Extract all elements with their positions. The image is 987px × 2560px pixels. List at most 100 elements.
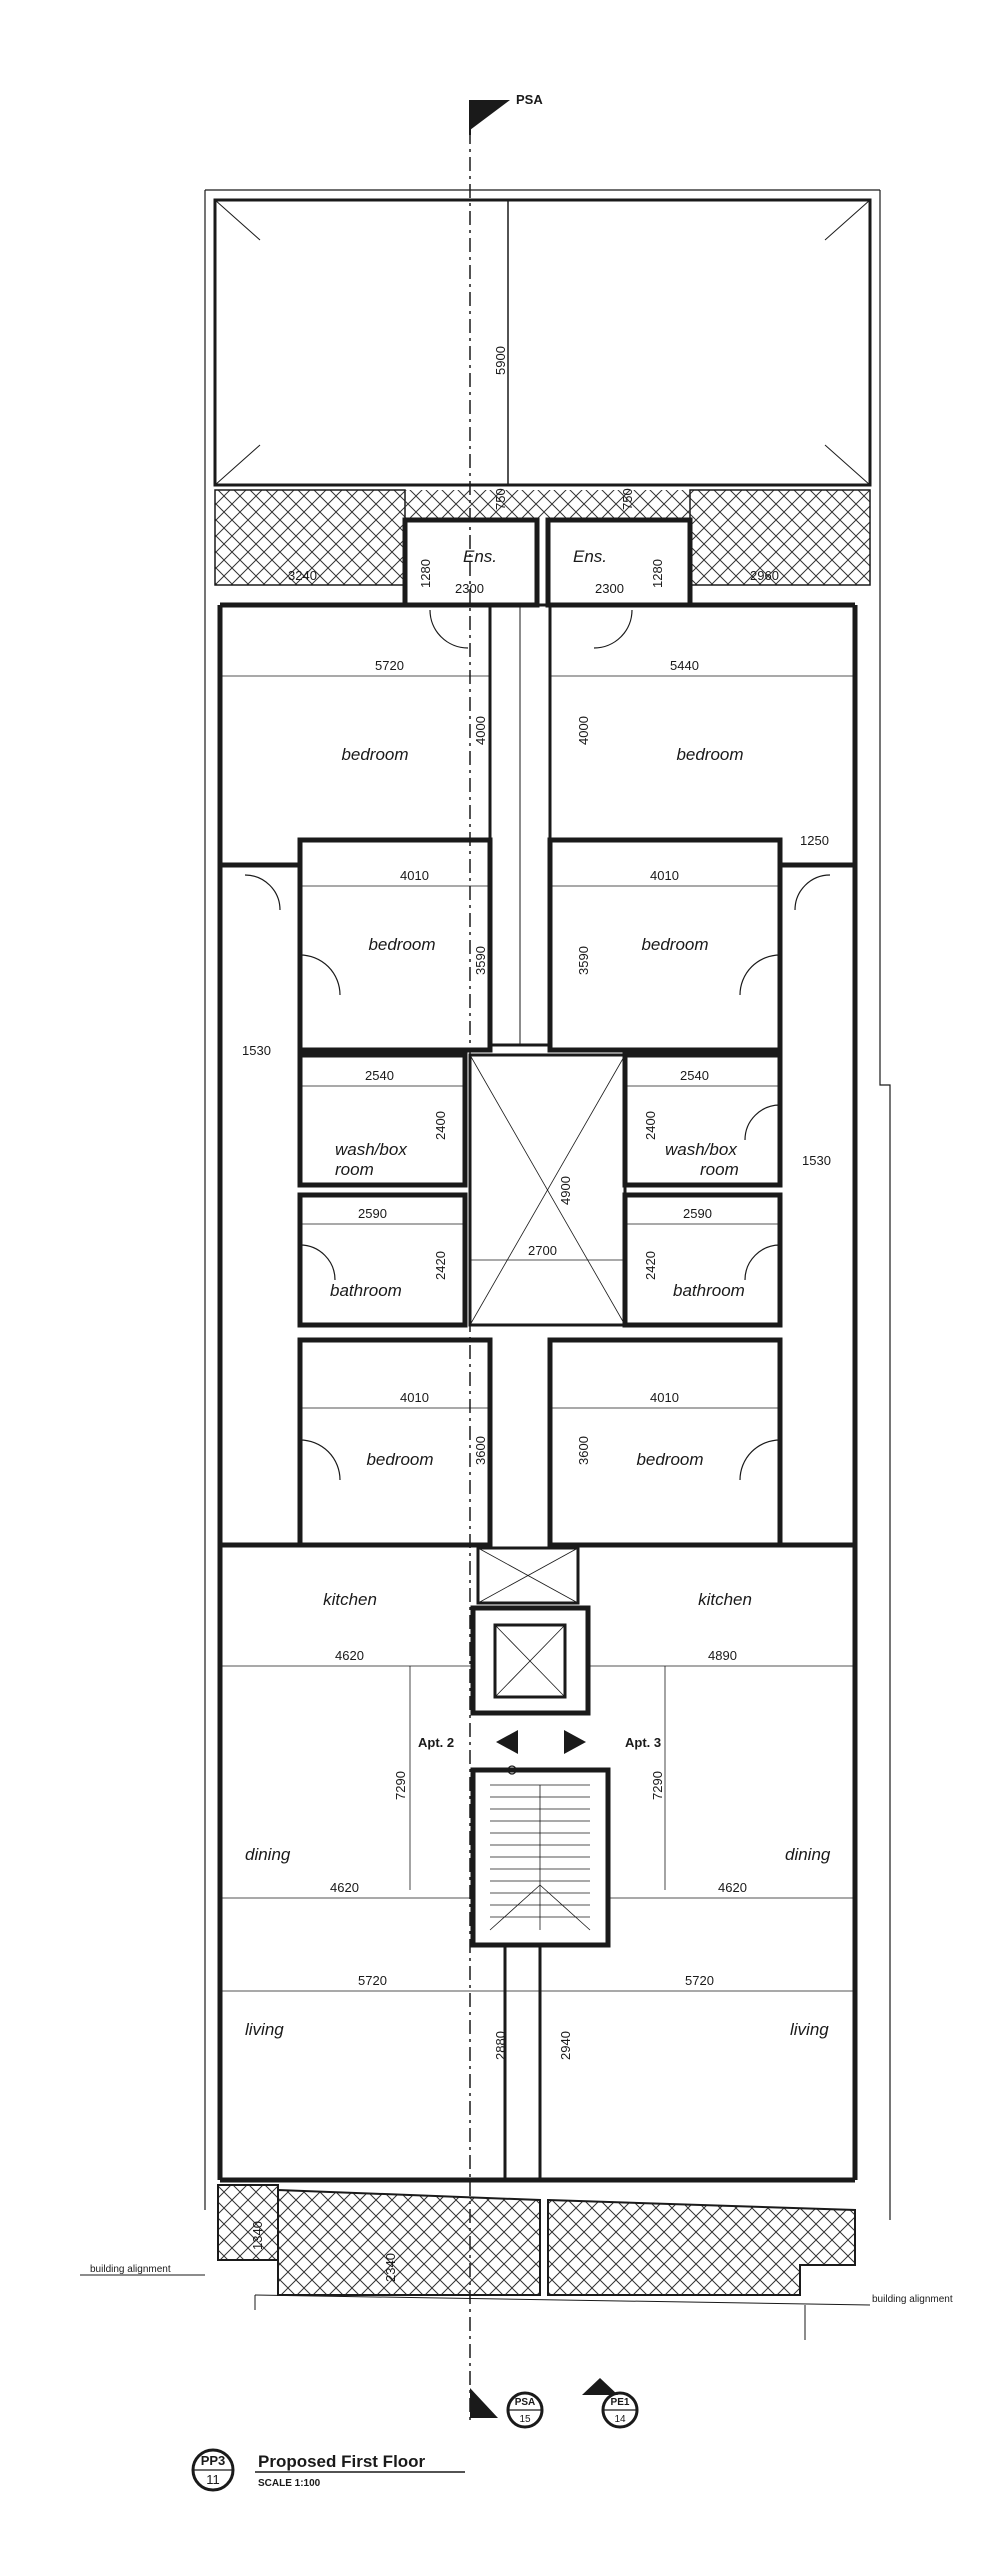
svg-text:wash/box: wash/box [665,1140,737,1159]
svg-text:2300: 2300 [455,581,484,596]
svg-text:2960: 2960 [750,568,779,583]
svg-text:5440: 5440 [670,658,699,673]
svg-text:4010: 4010 [650,1390,679,1405]
drawing-code: PP3 [201,2453,226,2468]
door-swing-icon [739,954,781,996]
svg-text:PSA: PSA [515,2397,536,2408]
dining-left-label: dining [245,1845,291,1864]
door-swing-icon [593,609,633,649]
bedroom-2-right [547,837,783,1053]
drawing-sheet: 11 [206,2472,220,2487]
lift-car [470,1605,591,1716]
svg-text:7290: 7290 [393,1771,408,1800]
building-alignment-right: building alignment [872,2294,953,2305]
svg-text:1280: 1280 [650,559,665,588]
svg-text:1530: 1530 [802,1153,831,1168]
living-right-label: living [790,2020,829,2039]
svg-text:4010: 4010 [400,1390,429,1405]
section-mark-top: PSA [469,92,543,135]
svg-text:4620: 4620 [330,1880,359,1895]
svg-text:4620: 4620 [335,1648,364,1663]
svg-text:2590: 2590 [358,1206,387,1221]
svg-text:room: room [335,1160,374,1179]
section-mark-top-label: PSA [516,92,543,107]
svg-text:5720: 5720 [685,1973,714,1988]
drawing-title: Proposed First Floor [258,2452,426,2471]
apt-3-label: Apt. 3 [625,1735,661,1750]
living-left-label: living [245,2020,284,2039]
wash-room-left [297,1052,468,1188]
svg-text:2540: 2540 [365,1068,394,1083]
svg-text:3590: 3590 [576,946,591,975]
balcony-hatch-left [217,2184,279,2261]
stair-core [470,1767,611,1948]
svg-text:2590: 2590 [683,1206,712,1221]
svg-text:wash/box: wash/box [335,1140,407,1159]
bedroom-1-left-label: bedroom [341,745,408,764]
svg-text:2400: 2400 [433,1111,448,1140]
stair-treads [489,1784,591,1931]
door-swing-icon [429,609,469,649]
svg-text:4620: 4620 [718,1880,747,1895]
svg-text:bathroom: bathroom [330,1281,402,1300]
site-boundary-right [879,190,891,2220]
building-alignment-left: building alignment [90,2264,171,2275]
arrow-left-icon [496,1730,518,1754]
door-swing-icon [744,1104,781,1141]
apt-2-label: Apt. 2 [418,1735,454,1750]
svg-text:2940: 2940 [558,2031,573,2060]
svg-text:3600: 3600 [576,1436,591,1465]
bedroom-3-left [297,1337,493,1548]
elevation-mark: PE1 14 [582,2378,639,2429]
svg-text:2400: 2400 [643,1111,658,1140]
svg-text:4900: 4900 [558,1176,573,1205]
ensuite-left [402,517,540,608]
svg-text:5720: 5720 [358,1973,387,1988]
title-block: PP3 11 Proposed First Floor SCALE 1:100 [191,2448,465,2492]
door-swing-icon [739,1439,781,1481]
bedroom-3-right-label: bedroom [636,1450,703,1469]
svg-text:3240: 3240 [288,568,317,583]
dining-right-label: dining [785,1845,831,1864]
section-mark-bottom: PSA 15 [470,2388,544,2429]
svg-text:3590: 3590 [473,946,488,975]
door-swing-icon [299,1244,336,1281]
svg-text:1250: 1250 [800,833,829,848]
kitchen-left-label: kitchen [323,1590,377,1609]
door-swing-icon [299,1439,341,1481]
bedroom-2-left [297,837,493,1053]
svg-text:2540: 2540 [680,1068,709,1083]
bedroom-2-left-label: bedroom [368,935,435,954]
svg-text:15: 15 [519,2414,531,2425]
lift-void [476,1546,580,1605]
svg-text:2420: 2420 [643,1251,658,1280]
svg-text:Ens.: Ens. [573,547,607,566]
bathroom-left [297,1192,468,1328]
svg-text:Ens.: Ens. [463,547,497,566]
svg-text:4010: 4010 [400,868,429,883]
svg-text:4890: 4890 [708,1648,737,1663]
door-swing-icon [244,874,281,911]
svg-text:2340: 2340 [383,2253,398,2282]
balcony-hatch [277,2188,541,2296]
svg-text:1340: 1340 [250,2221,265,2250]
top-yard-area [213,198,872,487]
svg-text:PE1: PE1 [611,2397,630,2408]
svg-text:room: room [700,1160,739,1179]
door-swing-icon [794,874,831,911]
central-landing [468,1053,627,1327]
svg-text:4010: 4010 [650,868,679,883]
ensuite-right [545,517,693,608]
terrace-hatch-left [214,489,406,586]
svg-text:1280: 1280 [418,559,433,588]
svg-text:1530: 1530 [242,1043,271,1058]
terrace-hatch-right [689,489,871,586]
bedroom-3-left-label: bedroom [366,1450,433,1469]
svg-text:14: 14 [614,2414,626,2425]
svg-text:2300: 2300 [595,581,624,596]
balcony-hatch [547,2198,856,2296]
svg-text:2420: 2420 [433,1251,448,1280]
svg-text:4000: 4000 [473,716,488,745]
svg-text:2700: 2700 [528,1243,557,1258]
